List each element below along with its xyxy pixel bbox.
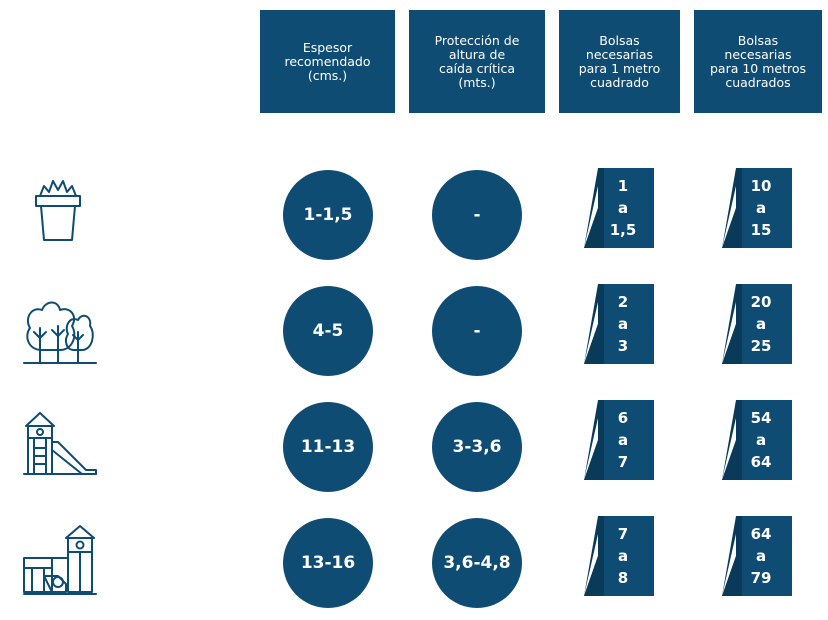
bag-value-to: 64 xyxy=(750,453,772,471)
bag-value-from: 2 xyxy=(617,293,629,311)
bag-1m-row2: 2 a 3 xyxy=(584,284,656,368)
bag-1m-row3: 6 a 7 xyxy=(584,400,656,484)
bag-value-to: 79 xyxy=(750,569,772,587)
proteccion-value: 3,6-4,8 xyxy=(432,518,522,608)
plant-pot-icon xyxy=(30,178,86,242)
bag-value-from: 10 xyxy=(750,177,772,195)
trees-icon xyxy=(22,292,98,366)
espesor-value: 13-16 xyxy=(283,518,373,608)
proteccion-value: - xyxy=(432,286,522,376)
espesor-value: 1-1,5 xyxy=(283,170,373,260)
proteccion-value: - xyxy=(432,170,522,260)
bag-1m-row1: 1 a 1,5 xyxy=(584,168,656,252)
bag-value-to: 3 xyxy=(617,337,629,355)
bag-10m-row4: 64 a 79 xyxy=(722,516,794,600)
header-espesor: Espesor recomendado (cms.) xyxy=(260,10,395,113)
bag-value-sep: a xyxy=(755,547,767,565)
bag-value-sep: a xyxy=(755,431,767,449)
slide-tower-icon xyxy=(22,410,98,478)
bag-value-from: 54 xyxy=(750,409,772,427)
proteccion-value: 3-3,6 xyxy=(432,402,522,492)
bag-value-from: 1 xyxy=(617,177,629,195)
bag-value-sep: a xyxy=(755,315,767,333)
bag-value-from: 20 xyxy=(750,293,772,311)
header-proteccion: Protección de altura de caída crítica (m… xyxy=(409,10,545,113)
bag-value-sep: a xyxy=(617,315,629,333)
espesor-value: 4-5 xyxy=(283,286,373,376)
bag-value-sep: a xyxy=(617,199,629,217)
bag-10m-row3: 54 a 64 xyxy=(722,400,794,484)
bag-value-to: 1,5 xyxy=(609,221,637,239)
bag-value-to: 8 xyxy=(617,569,629,587)
bag-value-from: 6 xyxy=(617,409,629,427)
bag-10m-row1: 10 a 15 xyxy=(722,168,794,252)
bag-value-sep: a xyxy=(755,199,767,217)
bag-1m-row4: 7 a 8 xyxy=(584,516,656,600)
bag-value-to: 25 xyxy=(750,337,772,355)
bag-value-from: 64 xyxy=(750,525,772,543)
espesor-value: 11-13 xyxy=(283,402,373,492)
bag-value-to: 7 xyxy=(617,453,629,471)
bag-value-to: 15 xyxy=(750,221,772,239)
header-bolsas-10m: Bolsas necesarias para 10 metros cuadrad… xyxy=(694,10,822,113)
bag-value-sep: a xyxy=(617,547,629,565)
header-bolsas-1m: Bolsas necesarias para 1 metro cuadrado xyxy=(559,10,680,113)
bag-value-sep: a xyxy=(617,431,629,449)
playground-castle-icon xyxy=(22,524,98,596)
bag-10m-row2: 20 a 25 xyxy=(722,284,794,368)
bag-value-from: 7 xyxy=(617,525,629,543)
